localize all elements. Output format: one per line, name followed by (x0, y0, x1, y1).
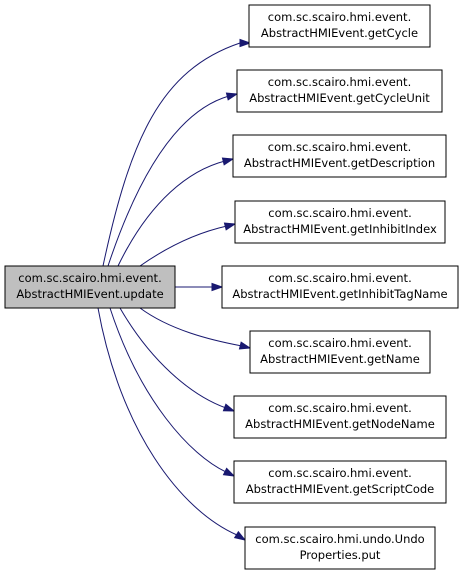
call-edge-5 (139, 307, 252, 350)
call-edges (97, 38, 252, 541)
arrowhead-icon (221, 157, 235, 166)
target-node-line2: AbstractHMIEvent.getCycle (261, 26, 418, 40)
arrowhead-icon (239, 38, 252, 48)
call-edge-0 (102, 38, 252, 267)
call-edge-2 (117, 157, 235, 267)
target-node-line2: AbstractHMIEvent.getName (260, 352, 420, 366)
target-node-line1: com.sc.scairo.hmi.event. (268, 10, 411, 24)
target-node-line1: com.sc.scairo.hmi.event. (268, 75, 411, 89)
source-node-line1: com.sc.scairo.hmi.event. (18, 271, 161, 285)
call-edge-1 (107, 92, 239, 267)
arrowhead-icon (233, 530, 247, 541)
target-node-getInhibitTagName[interactable]: com.sc.scairo.hmi.event. AbstractHMIEven… (221, 265, 459, 309)
arrowhead-icon (211, 282, 224, 292)
call-edge-3 (139, 222, 237, 267)
source-node-update[interactable]: com.sc.scairo.hmi.event. AbstractHMIEven… (4, 265, 176, 309)
target-node-getInhibitIndex[interactable]: com.sc.scairo.hmi.event. AbstractHMIEven… (234, 200, 446, 244)
target-node-getNodeName[interactable]: com.sc.scairo.hmi.event. AbstractHMIEven… (233, 395, 447, 439)
target-node-line2: AbstractHMIEvent.getNodeName (245, 417, 435, 431)
call-edge-6 (119, 307, 236, 412)
target-node-line2: AbstractHMIEvent.getCycleUnit (249, 91, 430, 105)
call-edge-8 (97, 307, 247, 541)
arrowhead-icon (222, 403, 236, 412)
target-node-line2: AbstractHMIEvent.getDescription (244, 156, 435, 170)
target-node-line1: com.sc.scairo.hmi.event. (268, 140, 411, 154)
target-node-line1: com.sc.scairo.hmi.event. (268, 336, 411, 350)
target-node-getCycleUnit[interactable]: com.sc.scairo.hmi.event. AbstractHMIEven… (236, 69, 443, 113)
target-node-undo-properties-put[interactable]: com.sc.scairo.hmi.undo.Undo Properties.p… (244, 526, 436, 570)
target-node-line1: com.sc.scairo.hmi.event. (268, 466, 411, 480)
target-node-getCycle[interactable]: com.sc.scairo.hmi.event. AbstractHMIEven… (248, 4, 431, 48)
target-node-line2: AbstractHMIEvent.getInhibitIndex (243, 222, 437, 236)
source-node-line2: AbstractHMIEvent.update (16, 287, 163, 301)
call-edge-7 (109, 307, 236, 477)
target-node-getDescription[interactable]: com.sc.scairo.hmi.event. AbstractHMIEven… (232, 134, 447, 178)
target-node-line2: Properties.put (300, 548, 381, 562)
target-node-line1: com.sc.scairo.hmi.undo.Undo (255, 532, 424, 546)
arrowhead-icon (223, 222, 237, 231)
arrowhead-icon (238, 341, 252, 350)
target-node-line1: com.sc.scairo.hmi.event. (268, 401, 411, 415)
target-node-line1: com.sc.scairo.hmi.event. (268, 206, 411, 220)
target-node-getScriptCode[interactable]: com.sc.scairo.hmi.event. AbstractHMIEven… (233, 460, 447, 504)
arrowhead-icon (225, 92, 239, 101)
target-node-getName[interactable]: com.sc.scairo.hmi.event. AbstractHMIEven… (249, 330, 431, 374)
target-node-line2: AbstractHMIEvent.getScriptCode (246, 482, 435, 496)
target-node-line1: com.sc.scairo.hmi.event. (268, 271, 411, 285)
arrowhead-icon (222, 467, 236, 477)
target-node-line2: AbstractHMIEvent.getInhibitTagName (232, 287, 447, 301)
call-edge-4 (175, 282, 224, 292)
